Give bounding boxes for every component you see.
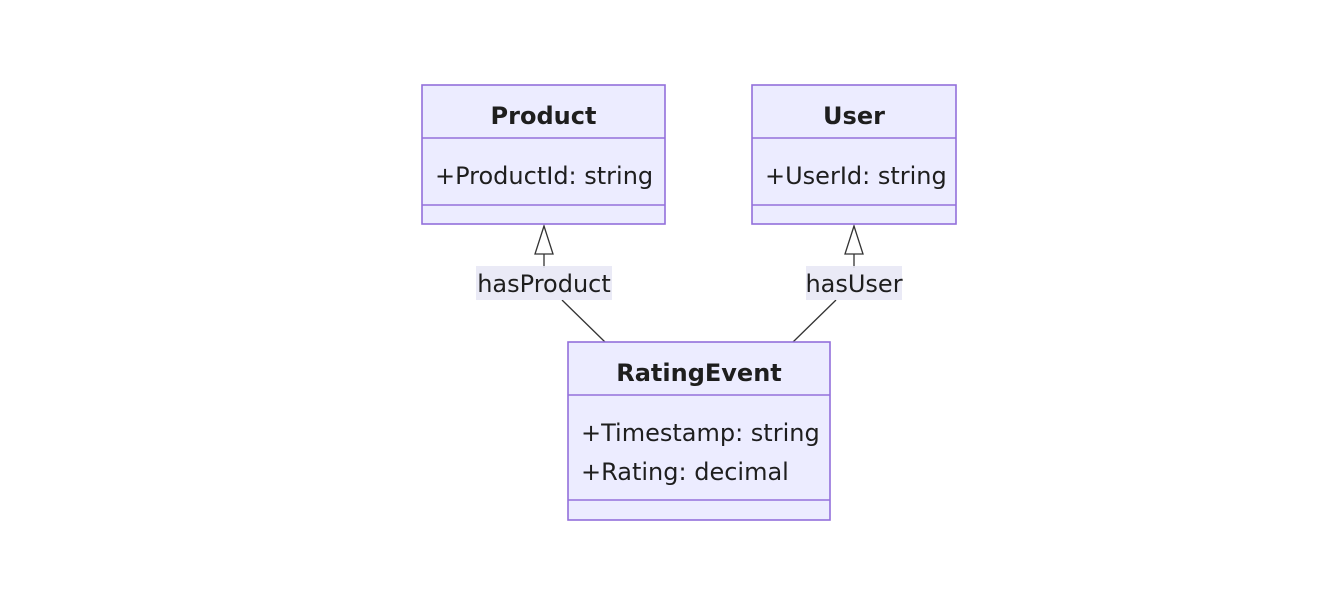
class-rating-event-attribute: +Rating: decimal xyxy=(581,458,789,486)
relation-has-user: hasUser xyxy=(792,223,903,343)
class-product-name: Product xyxy=(491,102,597,130)
class-user-box xyxy=(751,84,957,225)
relation-has-product-label: hasProduct xyxy=(477,270,611,298)
class-product-attribute: +ProductId: string xyxy=(435,162,653,190)
inheritance-arrow-icon xyxy=(534,223,554,255)
relation-has-product-line xyxy=(561,299,606,343)
relation-has-user-line xyxy=(792,299,837,343)
class-rating-event-name: RatingEvent xyxy=(616,359,782,387)
class-user[interactable]: User +UserId: string xyxy=(751,84,957,225)
class-user-name: User xyxy=(823,102,885,130)
relation-has-user-label: hasUser xyxy=(805,270,902,298)
class-rating-event[interactable]: RatingEvent +Timestamp: string +Rating: … xyxy=(567,341,831,521)
class-rating-event-box xyxy=(567,341,831,521)
class-rating-event-attribute: +Timestamp: string xyxy=(581,419,820,447)
relation-has-product-label-bg xyxy=(476,266,612,300)
relation-has-user-label-bg xyxy=(806,266,902,300)
relation-has-product: hasProduct xyxy=(476,223,612,343)
class-product[interactable]: Product +ProductId: string xyxy=(421,84,666,225)
class-user-attribute: +UserId: string xyxy=(765,162,947,190)
class-product-box xyxy=(421,84,666,225)
inheritance-arrow-icon xyxy=(844,223,864,255)
